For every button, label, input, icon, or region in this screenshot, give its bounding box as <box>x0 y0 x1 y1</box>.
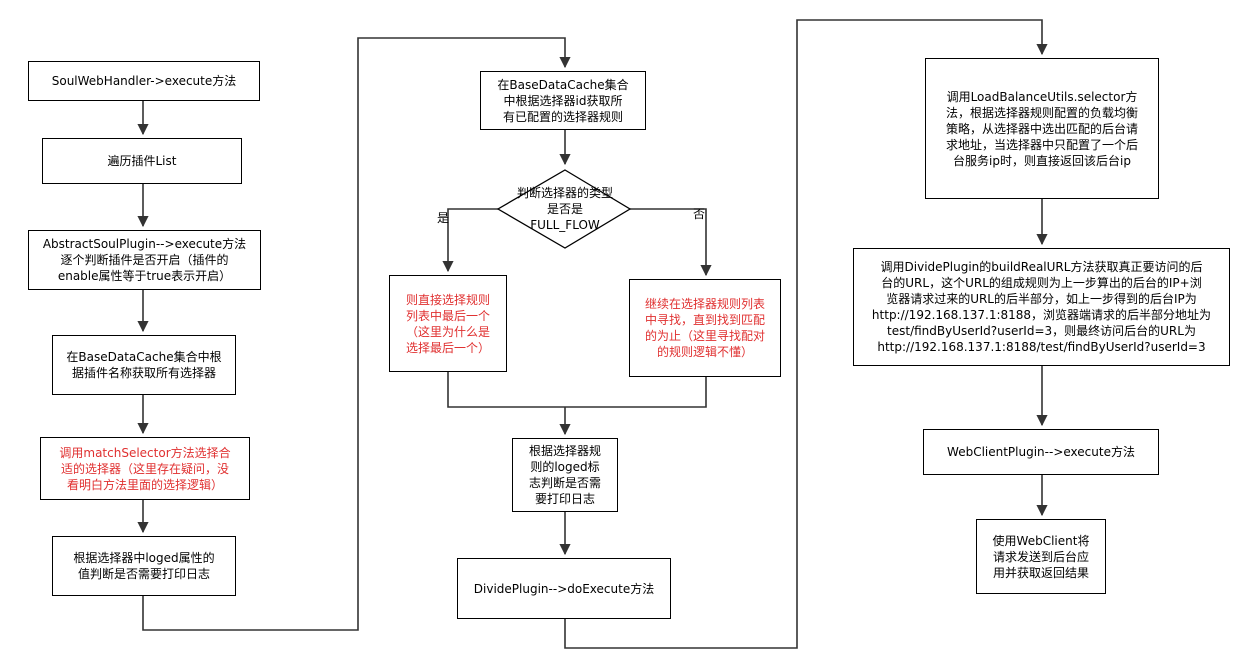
edge-yes-merge <box>447 372 707 408</box>
node-build-real-url: 调用DividePlugin的buildRealURL方法获取真正要访问的后 台… <box>853 248 1230 366</box>
decision-diamond <box>496 169 632 249</box>
node-abstract-soul-plugin: AbstractSoulPlugin-->execute方法 逐个判断插件是否开… <box>28 230 261 290</box>
edge-n6-m1 <box>142 37 571 631</box>
edge-diamond-no <box>630 208 712 277</box>
node-load-balance: 调用LoadBalanceUtils.selector方 法，根据选择器规则配置… <box>925 58 1159 199</box>
node-get-selector-rules: 在BaseDataCache集合 中根据选择器id获取所 有已配置的选择器规则 <box>480 71 646 130</box>
node-iterate-plugins: 遍历插件List <box>42 138 242 184</box>
edge-diamond-yes <box>442 208 498 273</box>
node-send-request: 使用WebClient将 请求发送到后台应 用并获取返回结果 <box>976 519 1106 594</box>
node-divide-plugin: DividePlugin-->doExecute方法 <box>457 558 671 619</box>
node-webclient-plugin: WebClientPlugin-->execute方法 <box>923 429 1159 475</box>
decision-full-flow-label: 判断选择器的类型 是否是 FULL_FLOW <box>516 186 613 232</box>
node-select-last-rule: 则直接选择规则 列表中最后一个 （这里为什么是 选择最后一个） <box>389 275 507 372</box>
edge-divide-r1 <box>564 19 1048 649</box>
node-get-selectors: 在BaseDataCache集合中根 据插件名称获取所有选择器 <box>52 335 236 395</box>
node-soulwebhandler: SoulWebHandler->execute方法 <box>28 61 260 101</box>
edge-label-no: 否 <box>693 207 706 221</box>
node-match-selector: 调用matchSelector方法选择合 适的选择器（这里存在疑问，没 看明白方… <box>40 437 250 500</box>
node-search-rule-list: 继续在选择器规则列表 中寻找，直到找到匹配 的为止（这里寻找配对 的规则逻辑不懂… <box>629 279 781 377</box>
edge-label-yes: 是 <box>437 211 450 225</box>
node-selector-loged: 根据选择器中loged属性的 值判断是否需要打印日志 <box>52 536 236 596</box>
node-rule-loged: 根据选择器规 则的loged标 志判断是否需 要打印日志 <box>512 438 618 512</box>
